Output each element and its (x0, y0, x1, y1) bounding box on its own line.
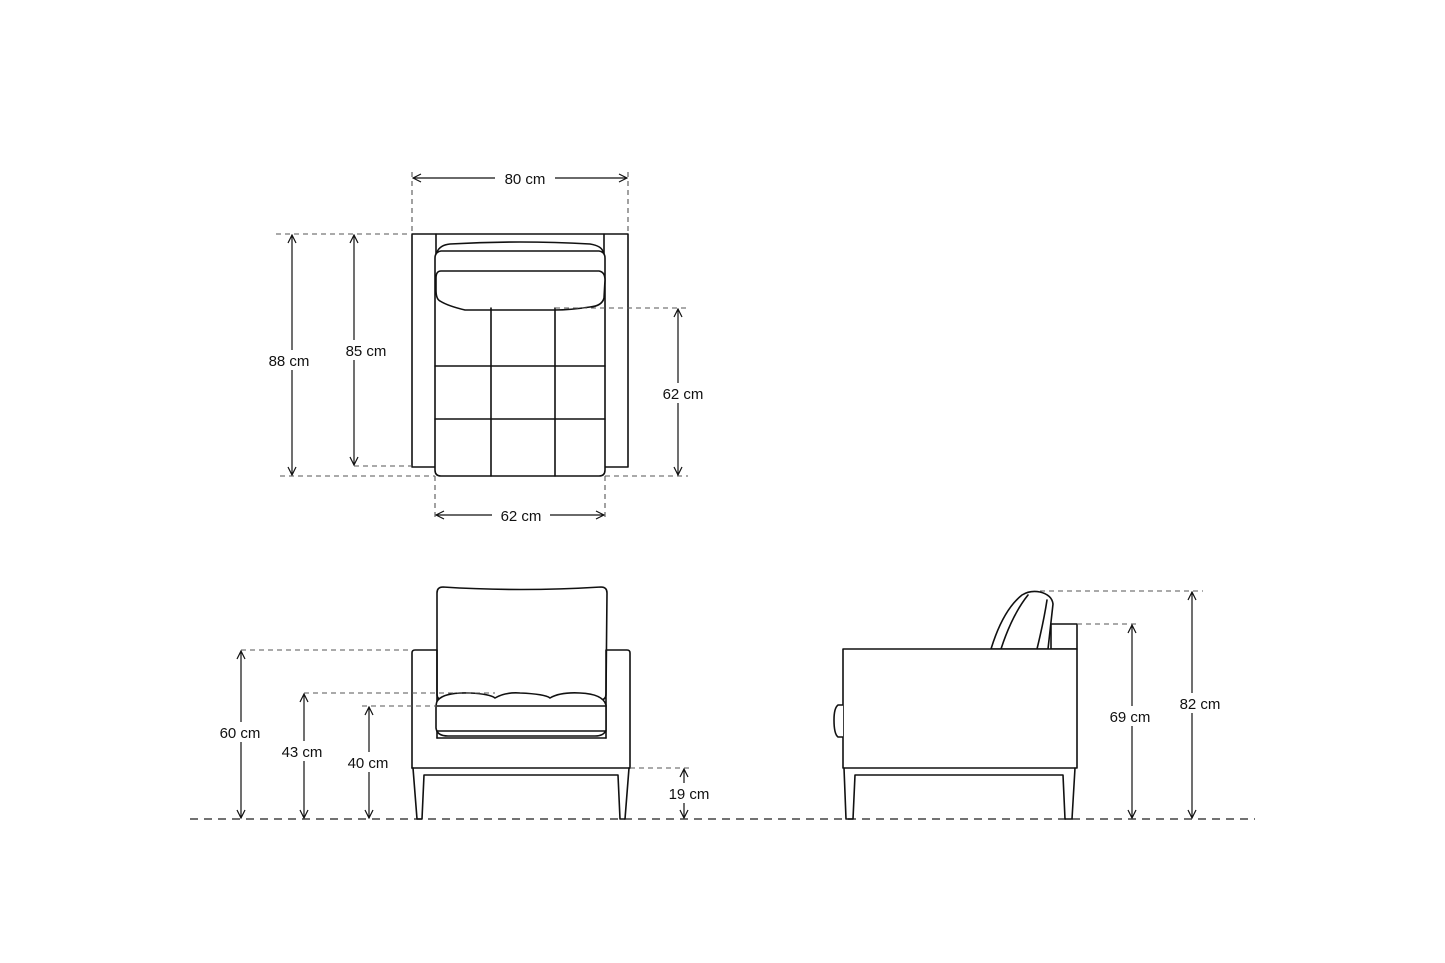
body-side (842, 648, 1078, 769)
arm-height-label: 60 cm (220, 725, 261, 742)
top-view: 80 cm 88 cm 85 cm 62 cm 62 cm (262, 168, 710, 525)
seat-cushion-height-label: 43 cm (282, 744, 323, 761)
width-label: 80 cm (505, 171, 546, 188)
back-height-label: 69 cm (1110, 709, 1151, 726)
back-cushion-top (435, 270, 606, 311)
right-arm-front (605, 649, 631, 769)
total-height-label: 82 cm (1180, 696, 1221, 713)
side-view: 69 cm 82 cm (833, 590, 1226, 820)
front-bolster-side (833, 704, 843, 738)
seat-width-label: 62 cm (501, 508, 542, 525)
depth-label: 88 cm (269, 353, 310, 370)
left-arm-front (411, 649, 438, 769)
back-cushion-front (436, 586, 608, 701)
legs-front (412, 767, 630, 820)
arm-depth-label: 85 cm (346, 343, 387, 360)
back-frame-side (1050, 623, 1078, 650)
back-rail-top (436, 241, 604, 253)
seat-height-label: 40 cm (348, 755, 389, 772)
legs-side (843, 767, 1076, 820)
seat-cushion-front (435, 692, 607, 737)
leg-height-label: 19 cm (669, 786, 710, 803)
front-view: 60 cm 43 cm 40 cm 19 cm (214, 586, 714, 820)
seat-depth-label: 62 cm (663, 386, 704, 403)
